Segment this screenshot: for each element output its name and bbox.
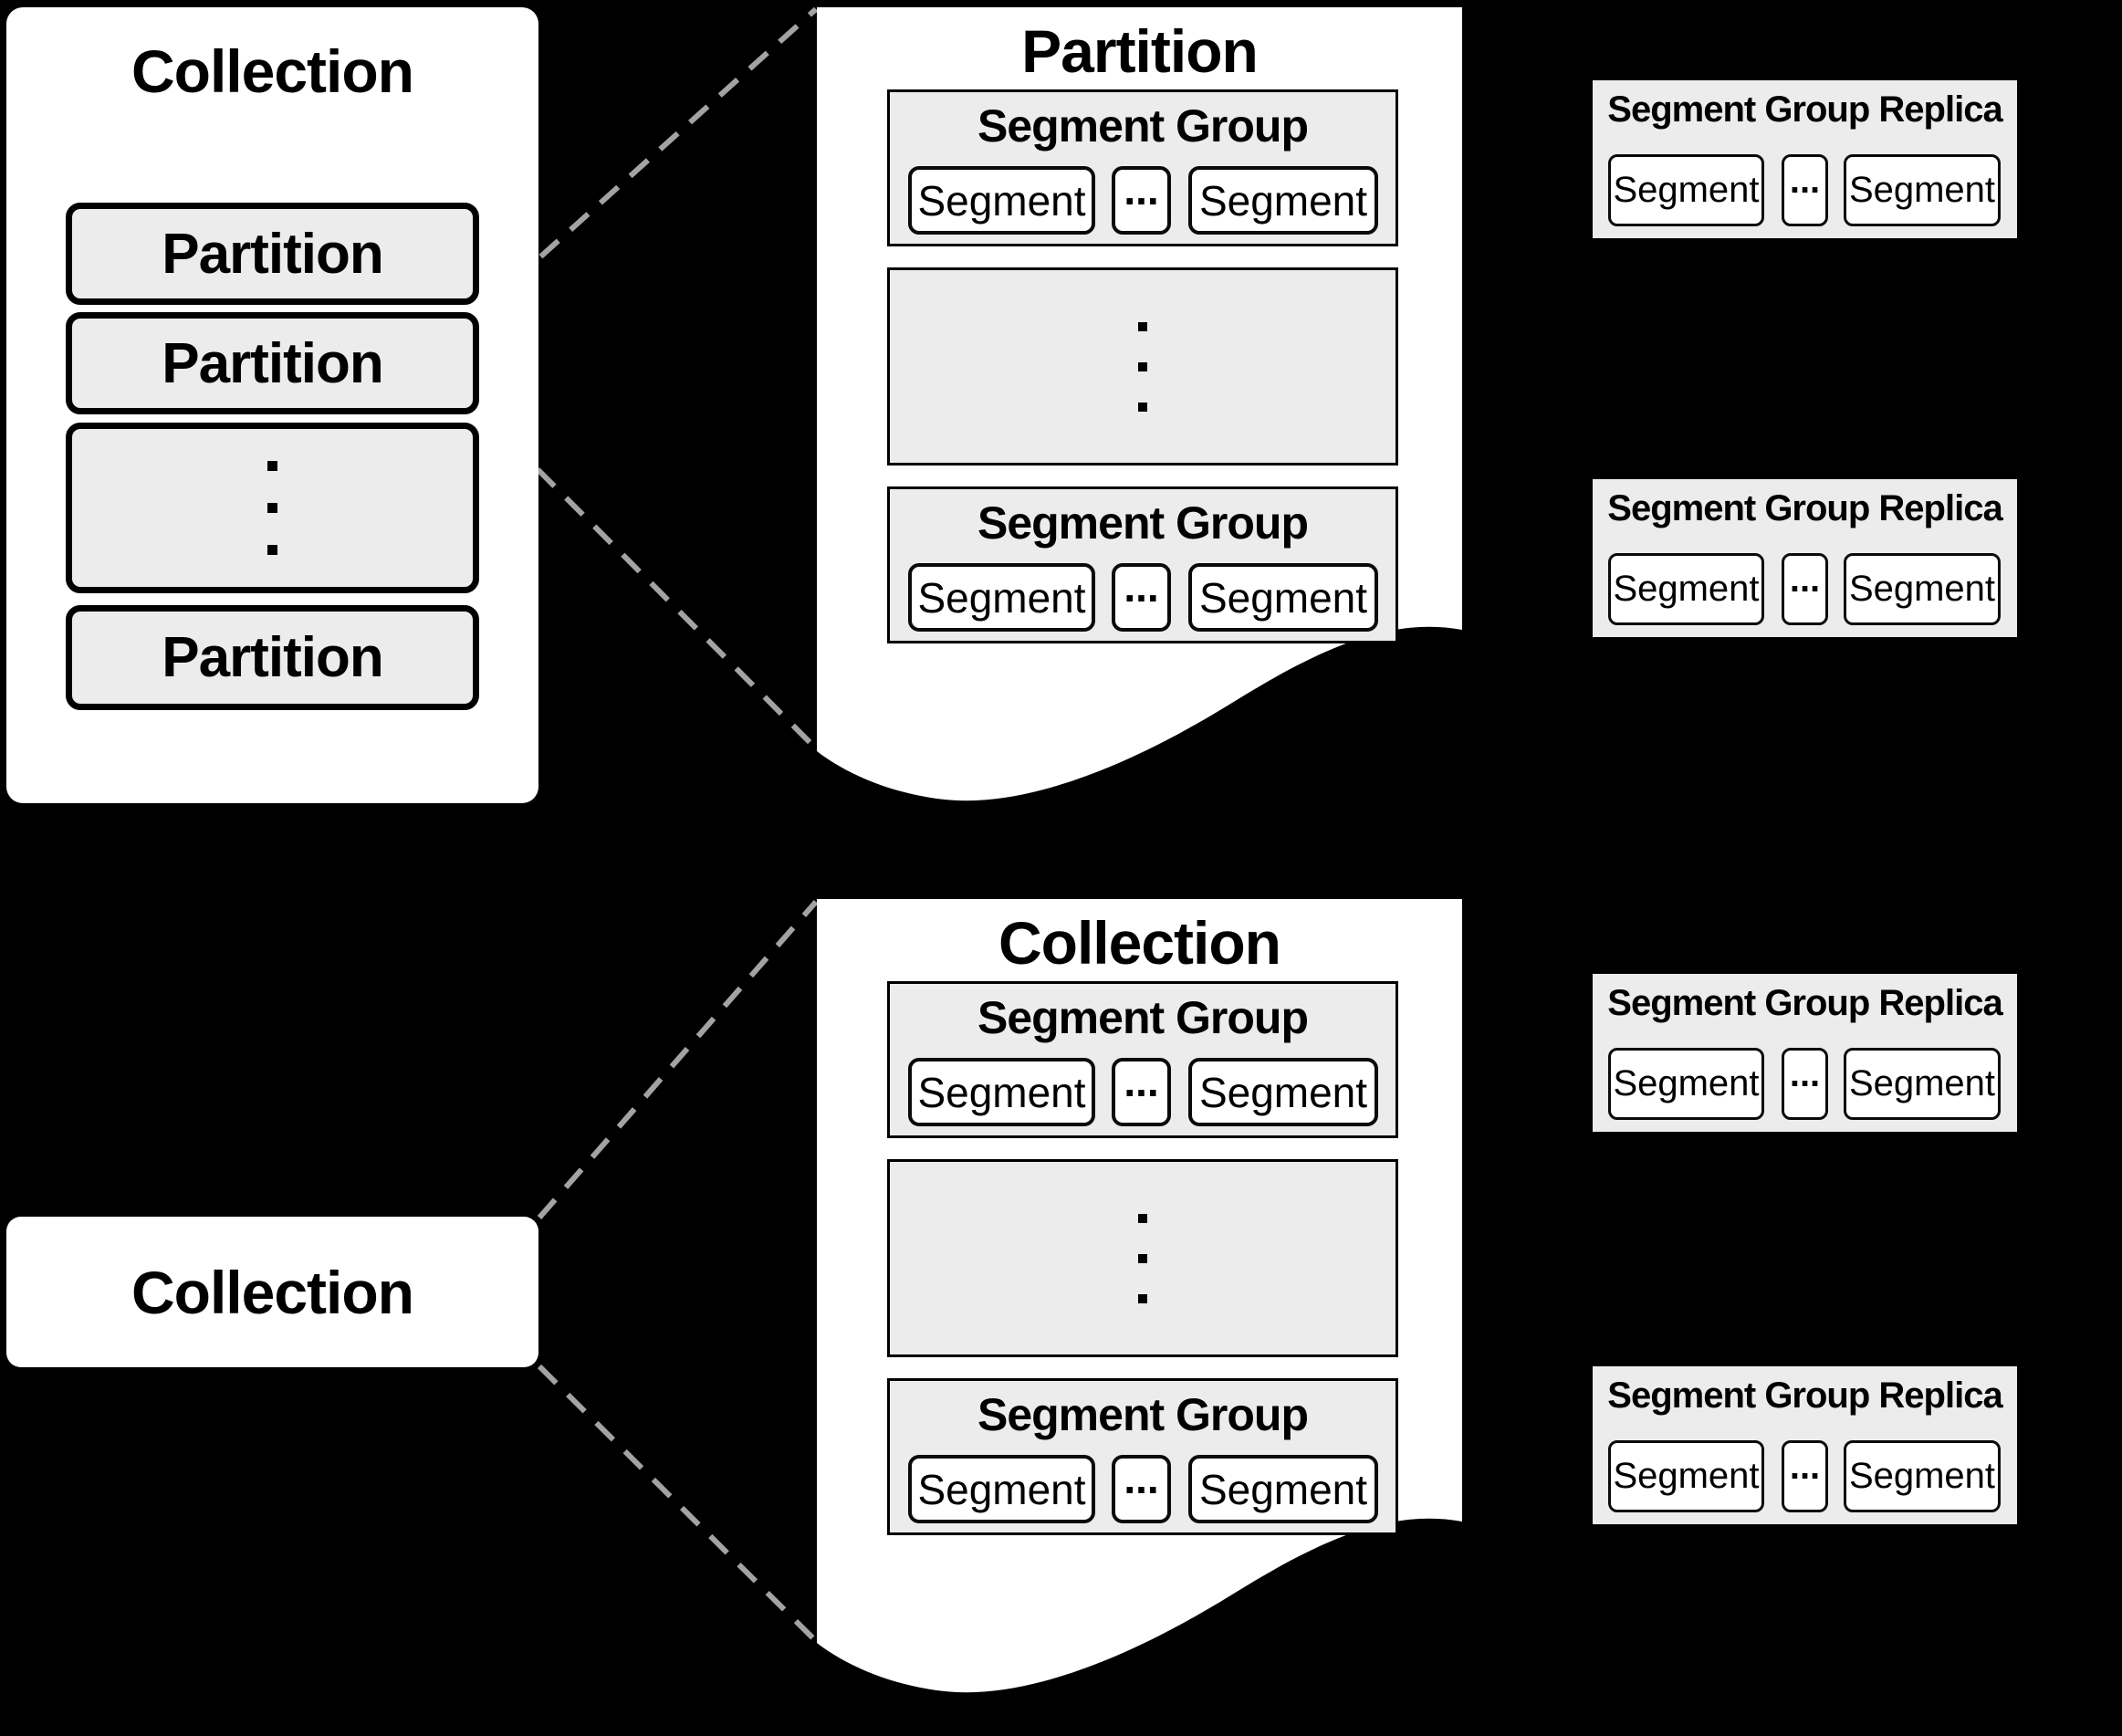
segment-label: Segment	[1198, 1068, 1368, 1116]
dashed-line-collection-to-paper-top	[537, 900, 819, 1219]
partition-box-1: Partition	[66, 203, 479, 305]
segment-group-replica-box-4: Segment Group Replica Segment ... Segmen…	[1593, 1366, 2017, 1524]
segment-group-box: Segment Group Segment ... Segment	[887, 1378, 1398, 1535]
horizontal-ellipsis-box: ...	[1112, 1058, 1171, 1126]
horizontal-ellipsis-box: ...	[1782, 1048, 1828, 1120]
segment-label: Segment	[917, 176, 1086, 225]
segment-box: Segment	[908, 166, 1095, 235]
vertical-ellipsis-box	[887, 267, 1398, 465]
horizontal-ellipsis: ...	[1124, 1454, 1159, 1502]
horizontal-ellipsis-box: ...	[1112, 563, 1171, 632]
collection-detail-paper: Collection Segment Group Segment ... Seg…	[817, 899, 1462, 1702]
segment-label: Segment	[1848, 1063, 1996, 1103]
segment-box: Segment	[1844, 154, 2001, 226]
segment-box: Segment	[1608, 1048, 1764, 1120]
collection-panel: Collection Partition Partition Partition	[6, 7, 538, 803]
ellipsis-dot	[267, 461, 277, 471]
ellipsis-dot	[1138, 1293, 1147, 1303]
segment-group-replica-box-2: Segment Group Replica Segment ... Segmen…	[1593, 479, 2017, 637]
horizontal-ellipsis: ...	[1124, 165, 1159, 214]
segment-group-title: Segment Group	[977, 497, 1309, 549]
vertical-ellipsis-box	[887, 1159, 1398, 1357]
horizontal-ellipsis: ...	[1124, 562, 1159, 611]
segment-box: Segment	[908, 563, 1095, 632]
segment-label: Segment	[917, 1465, 1086, 1513]
partition-detail-paper: Partition Segment Group Segment ... Segm…	[817, 7, 1462, 810]
partition-box-3-label: Partition	[162, 626, 383, 689]
segment-box: Segment	[1188, 166, 1378, 235]
segment-label: Segment	[1848, 1456, 1996, 1496]
ellipsis-dot	[1138, 1213, 1147, 1223]
segment-label: Segment	[1613, 569, 1760, 609]
segment-label: Segment	[1198, 573, 1368, 622]
segment-label: Segment	[917, 573, 1086, 622]
segment-group-title: Segment Group	[977, 1389, 1309, 1440]
partition-paper-title: Partition	[1021, 17, 1259, 85]
segment-box: Segment	[1844, 553, 2001, 625]
segment-box: Segment	[1188, 563, 1378, 632]
segment-box: Segment	[1188, 1058, 1378, 1126]
horizontal-ellipsis: ...	[1789, 559, 1821, 600]
segment-box: Segment	[1608, 154, 1764, 226]
horizontal-ellipsis-box: ...	[1782, 553, 1828, 625]
horizontal-ellipsis-box: ...	[1112, 166, 1171, 235]
segment-box: Segment	[908, 1455, 1095, 1523]
ellipsis-dot	[267, 545, 277, 555]
ellipsis-dot	[1138, 361, 1147, 371]
horizontal-ellipsis: ...	[1124, 1057, 1159, 1105]
partition-ellipsis-box	[66, 423, 479, 593]
segment-label: Segment	[1848, 170, 1996, 210]
segment-box: Segment	[908, 1058, 1095, 1126]
horizontal-ellipsis-box: ...	[1112, 1455, 1171, 1523]
segment-group-box: Segment Group Segment ... Segment	[887, 89, 1398, 246]
ellipsis-dot	[1138, 321, 1147, 331]
ellipsis-dot	[1138, 402, 1147, 412]
partition-box-1-label: Partition	[162, 222, 383, 286]
replica-title: Segment Group Replica	[1607, 983, 2002, 1023]
segment-group-box: Segment Group Segment ... Segment	[887, 486, 1398, 643]
segment-group-replica-box-1: Segment Group Replica Segment ... Segmen…	[1593, 80, 2017, 238]
horizontal-ellipsis: ...	[1789, 1054, 1821, 1094]
segment-box: Segment	[1844, 1048, 2001, 1120]
dashed-line-collection-to-paper-bottom	[537, 1364, 819, 1644]
segment-label: Segment	[1613, 170, 1760, 210]
collection-panel-title: Collection	[131, 37, 414, 105]
vertical-ellipsis	[890, 1162, 1396, 1354]
replica-title: Segment Group Replica	[1607, 89, 2002, 130]
segment-group-replica-box-3: Segment Group Replica Segment ... Segmen…	[1593, 974, 2017, 1132]
collection-chip-title: Collection	[131, 1258, 414, 1326]
segment-label: Segment	[1198, 176, 1368, 225]
horizontal-ellipsis-box: ...	[1782, 1440, 1828, 1512]
segment-box: Segment	[1608, 553, 1764, 625]
partition-box-2: Partition	[66, 312, 479, 414]
vertical-ellipsis	[890, 270, 1396, 463]
vertical-ellipsis	[267, 429, 277, 587]
segment-box: Segment	[1844, 1440, 2001, 1512]
segment-group-box: Segment Group Segment ... Segment	[887, 981, 1398, 1138]
horizontal-ellipsis-box: ...	[1782, 154, 1828, 226]
partition-box-3: Partition	[66, 605, 479, 710]
horizontal-ellipsis: ...	[1789, 1447, 1821, 1487]
replica-title: Segment Group Replica	[1607, 488, 2002, 528]
collection-paper-title: Collection	[998, 909, 1281, 977]
segment-label: Segment	[1848, 569, 1996, 609]
segment-group-title: Segment Group	[977, 100, 1309, 152]
horizontal-ellipsis: ...	[1789, 161, 1821, 201]
segment-label: Segment	[917, 1068, 1086, 1116]
collection-chip: Collection	[6, 1217, 538, 1367]
partition-box-2-label: Partition	[162, 331, 383, 395]
segment-group-title: Segment Group	[977, 992, 1309, 1043]
segment-label: Segment	[1198, 1465, 1368, 1513]
ellipsis-dot	[1138, 1253, 1147, 1263]
dashed-line-partition-to-paper-top	[478, 6, 819, 313]
segment-box: Segment	[1188, 1455, 1378, 1523]
segment-box: Segment	[1608, 1440, 1764, 1512]
replica-title: Segment Group Replica	[1607, 1375, 2002, 1416]
segment-label: Segment	[1613, 1456, 1760, 1496]
segment-label: Segment	[1613, 1063, 1760, 1103]
ellipsis-dot	[267, 503, 277, 513]
